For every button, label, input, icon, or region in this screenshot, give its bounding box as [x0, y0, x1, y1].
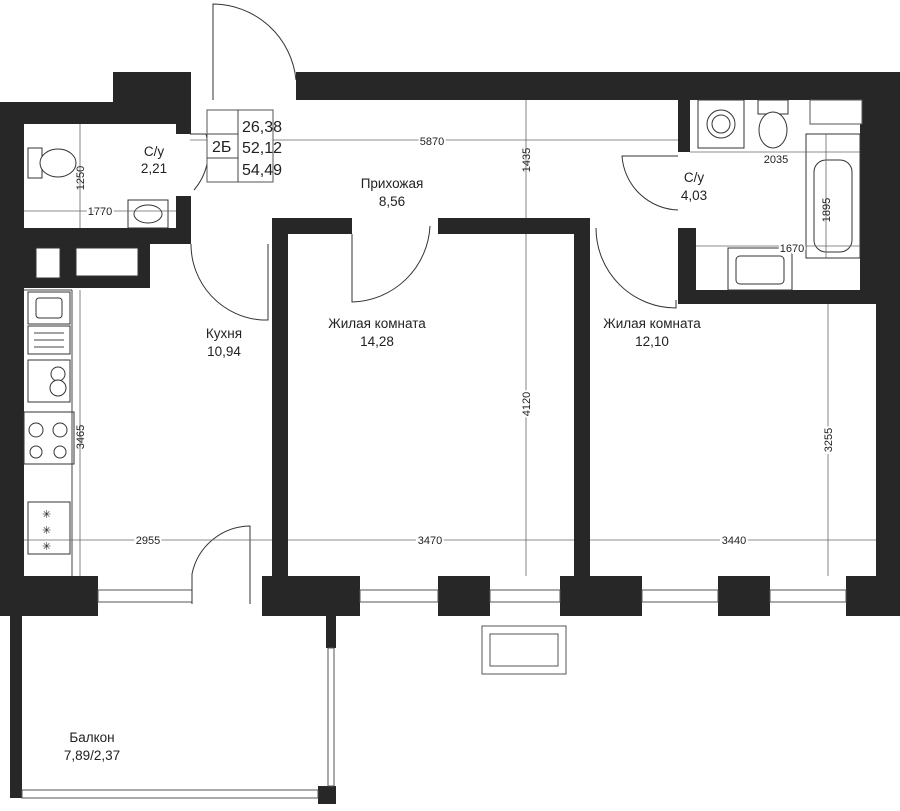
toilet-icon: [757, 99, 789, 149]
svg-text:✳: ✳: [42, 525, 51, 537]
radiator-icon: ✳ ✳ ✳: [27, 501, 71, 555]
toilet-icon: [27, 147, 77, 179]
room-area-bath-right: 4,03: [681, 188, 707, 203]
room-area-balcony: 7,89/2,37: [64, 748, 120, 763]
svg-text:✳: ✳: [42, 509, 51, 521]
dim-living2-height: 3255: [823, 428, 835, 452]
dim-bath-left-width: 1770: [88, 206, 112, 218]
dimension-lines: [24, 100, 876, 576]
walls: [0, 72, 900, 804]
room-name-balcony: Балкон: [69, 730, 114, 745]
svg-text:✳: ✳: [42, 541, 51, 553]
apartment-info-box: 2Б 26,38 52,12 54,49: [206, 109, 282, 183]
dim-hall-width: 5870: [420, 136, 444, 148]
room-area-bath-left: 2,21: [141, 161, 167, 176]
area-total: 52,12: [242, 140, 282, 157]
dim-living1-width: 3470: [418, 535, 442, 547]
room-name-living2: Жилая комната: [603, 316, 701, 331]
stove-icon: [23, 411, 75, 465]
dim-living1-height: 4120: [521, 392, 533, 416]
plan-code: 2Б: [212, 139, 231, 156]
room-name-bath-right: С/у: [684, 170, 705, 185]
dim-bath-left-height: 1250: [75, 166, 87, 190]
area-living: 26,38: [242, 119, 282, 136]
room-area-kitchen: 10,94: [207, 344, 241, 359]
dim-kitchen-height: 3465: [75, 425, 87, 449]
dim-bath-right-width: 2035: [764, 154, 788, 166]
room-area-living2: 12,10: [635, 334, 669, 349]
fixtures: ✳ ✳ ✳: [23, 99, 861, 576]
area-with-balcony: 54,49: [242, 162, 282, 179]
room-area-living1: 14,28: [360, 334, 394, 349]
windows: [97, 99, 863, 675]
room-name-bath-left: С/у: [144, 144, 165, 159]
room-area-hall: 8,56: [379, 194, 405, 209]
dim-living2-width: 3440: [722, 535, 746, 547]
stove-icon: [27, 359, 71, 403]
dim-kitchen-width: 2955: [136, 535, 160, 547]
room-name-living1: Жилая комната: [328, 316, 426, 331]
room-name-hall: Прихожая: [361, 176, 424, 191]
room-labels: С/у 2,21 Прихожая 8,56 С/у 4,03 Кухня 10…: [64, 144, 707, 763]
dim-hall-depth: 1435: [521, 148, 533, 172]
room-name-kitchen: Кухня: [206, 326, 242, 341]
kitchen-sink-icon: [27, 291, 71, 355]
sink-icon: [127, 199, 169, 229]
sink-icon: [727, 247, 793, 291]
dim-bath-right-lower: 1670: [780, 243, 804, 255]
washing-machine-icon: [697, 99, 745, 149]
bathtub-icon: [805, 133, 861, 259]
dim-tub-length: 1895: [821, 198, 833, 222]
dimension-labels: 5870 1435 1250 1770 2035 1895 1670 3465 …: [75, 134, 837, 549]
